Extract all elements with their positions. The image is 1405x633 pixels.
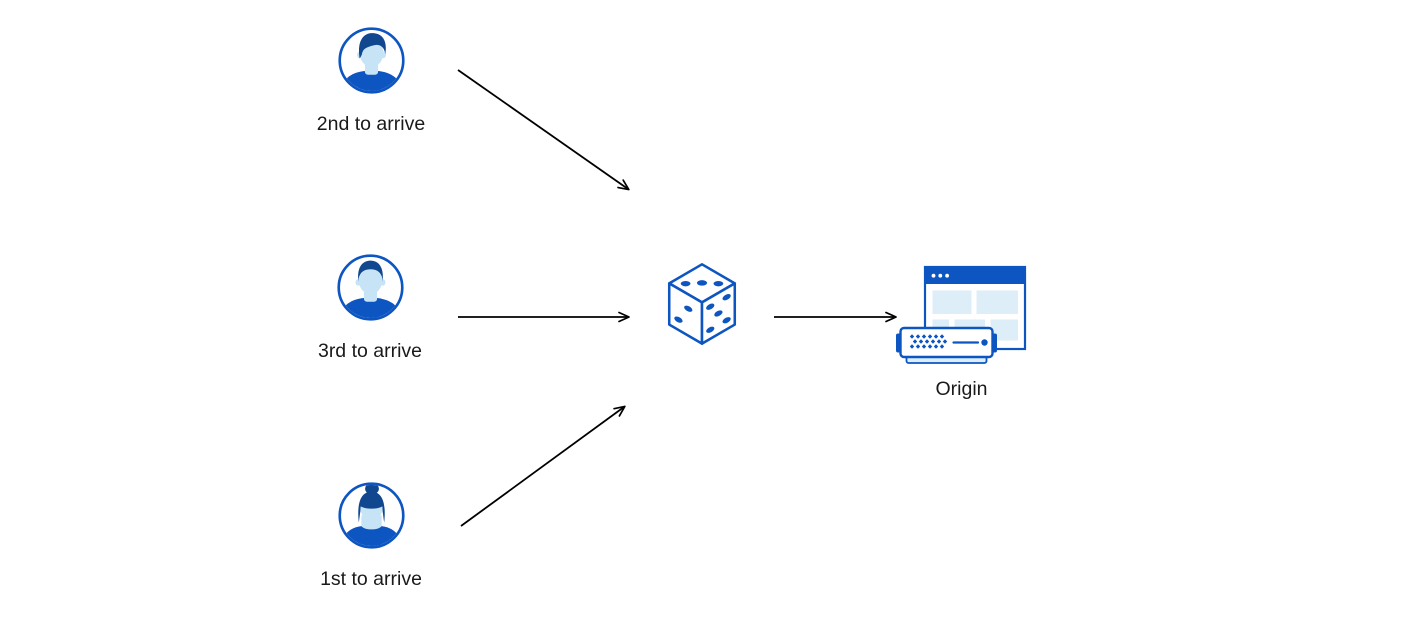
avatar-hair-bun xyxy=(364,485,379,495)
server-vent-dots xyxy=(909,334,948,349)
user-node-3rd-to-arrive: 3rd to arrive xyxy=(300,254,440,362)
server-led xyxy=(981,339,988,346)
user-label-3rd: 3rd to arrive xyxy=(317,340,423,362)
avatar-hair xyxy=(357,260,383,282)
male-user-avatar-icon xyxy=(336,254,404,321)
origin-node: Origin xyxy=(895,257,1028,400)
user-label-1st: 1st to arrive xyxy=(320,568,422,590)
dice-node xyxy=(665,262,739,347)
browser-title-bar xyxy=(925,267,1025,284)
avatar-face xyxy=(358,266,382,295)
arrow-user-top-2nd-to-arrive-to-dice-randomizer xyxy=(457,69,630,191)
avatar-chest xyxy=(360,515,382,533)
origin-label: Origin xyxy=(935,378,988,400)
arrow-user-bottom-1st-to-arrive-to-dice-randomizer xyxy=(460,405,626,527)
user-label-2nd: 2nd to arrive xyxy=(316,113,426,135)
user-node-2nd-to-arrive: 2nd to arrive xyxy=(301,27,441,135)
avatar-hair xyxy=(357,491,385,523)
avatar-hair xyxy=(358,33,386,59)
dice-pips xyxy=(674,280,731,333)
user-node-1st-to-arrive: 1st to arrive xyxy=(301,482,441,590)
dice-icon xyxy=(667,263,737,345)
male-user-avatar-icon xyxy=(337,27,405,94)
server-box xyxy=(896,326,997,364)
female-user-avatar-icon xyxy=(337,482,405,549)
origin-server-browser-icon xyxy=(896,265,1027,364)
